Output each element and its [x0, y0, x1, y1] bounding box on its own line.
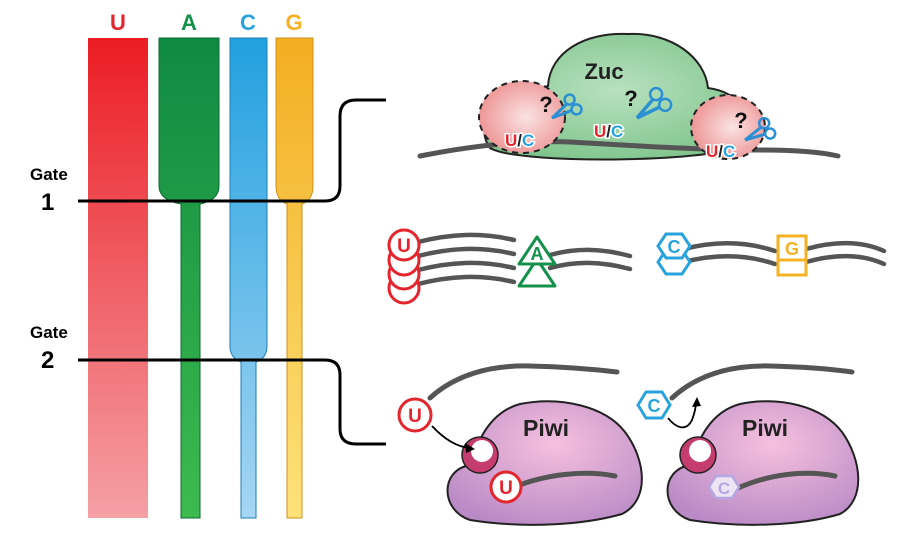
- piwi-left-incoming-nucleotide: [397, 397, 433, 433]
- product-group-g: G: [776, 234, 887, 277]
- column-label-c: C: [240, 10, 256, 35]
- piwi-left-incoming-label: U: [408, 406, 422, 427]
- gate2-number: 2: [41, 347, 54, 374]
- zuc-question-middle: ?: [624, 86, 637, 111]
- piwi-right-label: Piwi: [742, 415, 788, 441]
- zuc-label: Zuc: [584, 59, 623, 84]
- bar-a: [158, 37, 220, 519]
- scissors-icon: [550, 93, 583, 120]
- bar-g: [275, 37, 314, 519]
- product-group-a: A: [517, 235, 633, 288]
- piwi-left-bound-nucleotide: [489, 470, 523, 504]
- scissors-icon: [635, 86, 673, 120]
- gate1-connector: [78, 98, 386, 203]
- product-group-c: C: [656, 232, 778, 276]
- gate2-connector: [78, 358, 386, 446]
- column-label-a: A: [181, 10, 197, 35]
- svg-text:U/C: U/C: [505, 131, 534, 150]
- svg-text:U/C: U/C: [594, 122, 623, 141]
- piwi-right-arrowhead-icon: [692, 397, 701, 407]
- piwi-left-strand: [427, 363, 620, 401]
- column-label-g: G: [285, 10, 302, 35]
- piwi-left-bound-strand: [509, 470, 618, 491]
- piwi-left-label: Piwi: [523, 415, 569, 441]
- piwi-right-incoming-label: C: [648, 396, 661, 416]
- bar-u: [88, 38, 148, 518]
- scissors-icon: [744, 116, 777, 142]
- svg-text:U/C: U/C: [706, 142, 735, 161]
- piwi-left-bound-label: U: [499, 478, 513, 499]
- piwi-right-incoming-nucleotide: [636, 390, 672, 420]
- product-group-u: U: [387, 228, 517, 305]
- zuc-rna-strand: [417, 139, 841, 159]
- zuc-site-label-middle: U/C: [593, 121, 625, 143]
- piwi-left-arrowhead-icon: [465, 443, 475, 453]
- zuc-question-right: ?: [734, 108, 747, 133]
- zuc-question-left: ?: [539, 92, 552, 117]
- gate1-number: 1: [41, 189, 54, 216]
- gate1-word: Gate: [30, 165, 68, 184]
- bar-c: [229, 37, 268, 519]
- zuc-site-left: [478, 80, 566, 154]
- gate2-word: Gate: [30, 323, 68, 342]
- piwi-right-arrow-icon: [667, 401, 697, 429]
- piwi-right-strand: [669, 363, 855, 401]
- piwi-right-bound-nucleotide: [707, 474, 741, 500]
- zuc-site-label-left: U/C: [504, 130, 536, 152]
- column-label-u: U: [110, 10, 126, 35]
- piwi-right-bound-strand: [735, 470, 838, 491]
- piwi-right-bound-label: C: [718, 479, 730, 498]
- product-c-label: C: [668, 237, 681, 257]
- product-a-label: A: [531, 244, 544, 264]
- product-g-label: G: [785, 239, 799, 259]
- piwi-left-arrow-icon: [431, 425, 471, 449]
- product-u-label: U: [397, 236, 411, 257]
- zuc-site-label-right: U/C: [705, 141, 737, 163]
- piwi-right-pocket-hole: [689, 440, 711, 462]
- piwi-left-pocket-hole: [471, 440, 493, 462]
